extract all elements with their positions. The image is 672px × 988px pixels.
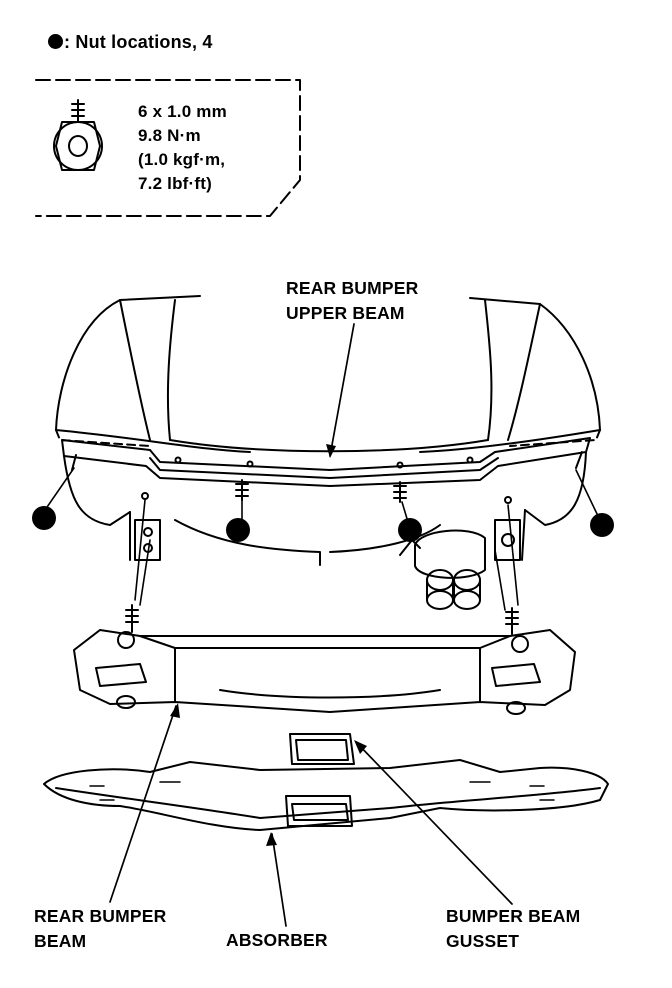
spec-size: 6 x 1.0 mm	[138, 102, 227, 121]
spec-torque-nm: 9.8 N·m	[138, 126, 201, 145]
nut-legend: : Nut locations, 4	[48, 32, 213, 53]
gusset	[289, 733, 355, 765]
label-upper-beam: REAR BUMPER UPPER BEAM	[286, 276, 419, 326]
label-gusset: BUMPER BEAM GUSSET	[446, 904, 580, 954]
flange-nut-icon	[53, 99, 103, 171]
rear-bumper-beam	[73, 629, 576, 715]
leader-lines[interactable]	[109, 323, 513, 927]
spec-frame	[35, 79, 301, 217]
label-bumper-beam-line1: REAR BUMPER	[34, 906, 167, 926]
side-brackets	[134, 492, 521, 561]
label-upper-beam-line1: REAR BUMPER	[286, 278, 419, 298]
label-bumper-beam: REAR BUMPER BEAM	[34, 904, 167, 954]
nut-legend-text: : Nut locations, 4	[64, 32, 213, 52]
torque-spec: 6 x 1.0 mm 9.8 N·m (1.0 kgf·m, 7.2 lbf·f…	[138, 100, 227, 196]
nut-markers	[32, 506, 614, 542]
absorber	[43, 759, 609, 831]
label-upper-beam-line2: UPPER BEAM	[286, 303, 405, 323]
nut-location-icon	[590, 513, 614, 537]
leader-arrowheads	[170, 444, 367, 846]
label-gusset-line2: GUSSET	[446, 931, 520, 951]
studs	[71, 451, 583, 635]
spec-torque-kgfm: (1.0 kgf·m,	[138, 150, 226, 169]
label-absorber: ABSORBER	[226, 930, 328, 950]
label-bumper-beam-line2: BEAM	[34, 931, 87, 951]
nut-location-icon	[48, 34, 63, 49]
guide-lines	[44, 467, 599, 611]
nut-location-icon	[226, 518, 250, 542]
spec-torque-lbfft: 7.2 lbf·ft)	[138, 174, 212, 193]
lower-panel	[63, 451, 587, 566]
label-gusset-line1: BUMPER BEAM	[446, 906, 581, 926]
nut-location-icon	[32, 506, 56, 530]
exhaust-tips	[399, 529, 486, 610]
nut-location-icon	[398, 518, 422, 542]
